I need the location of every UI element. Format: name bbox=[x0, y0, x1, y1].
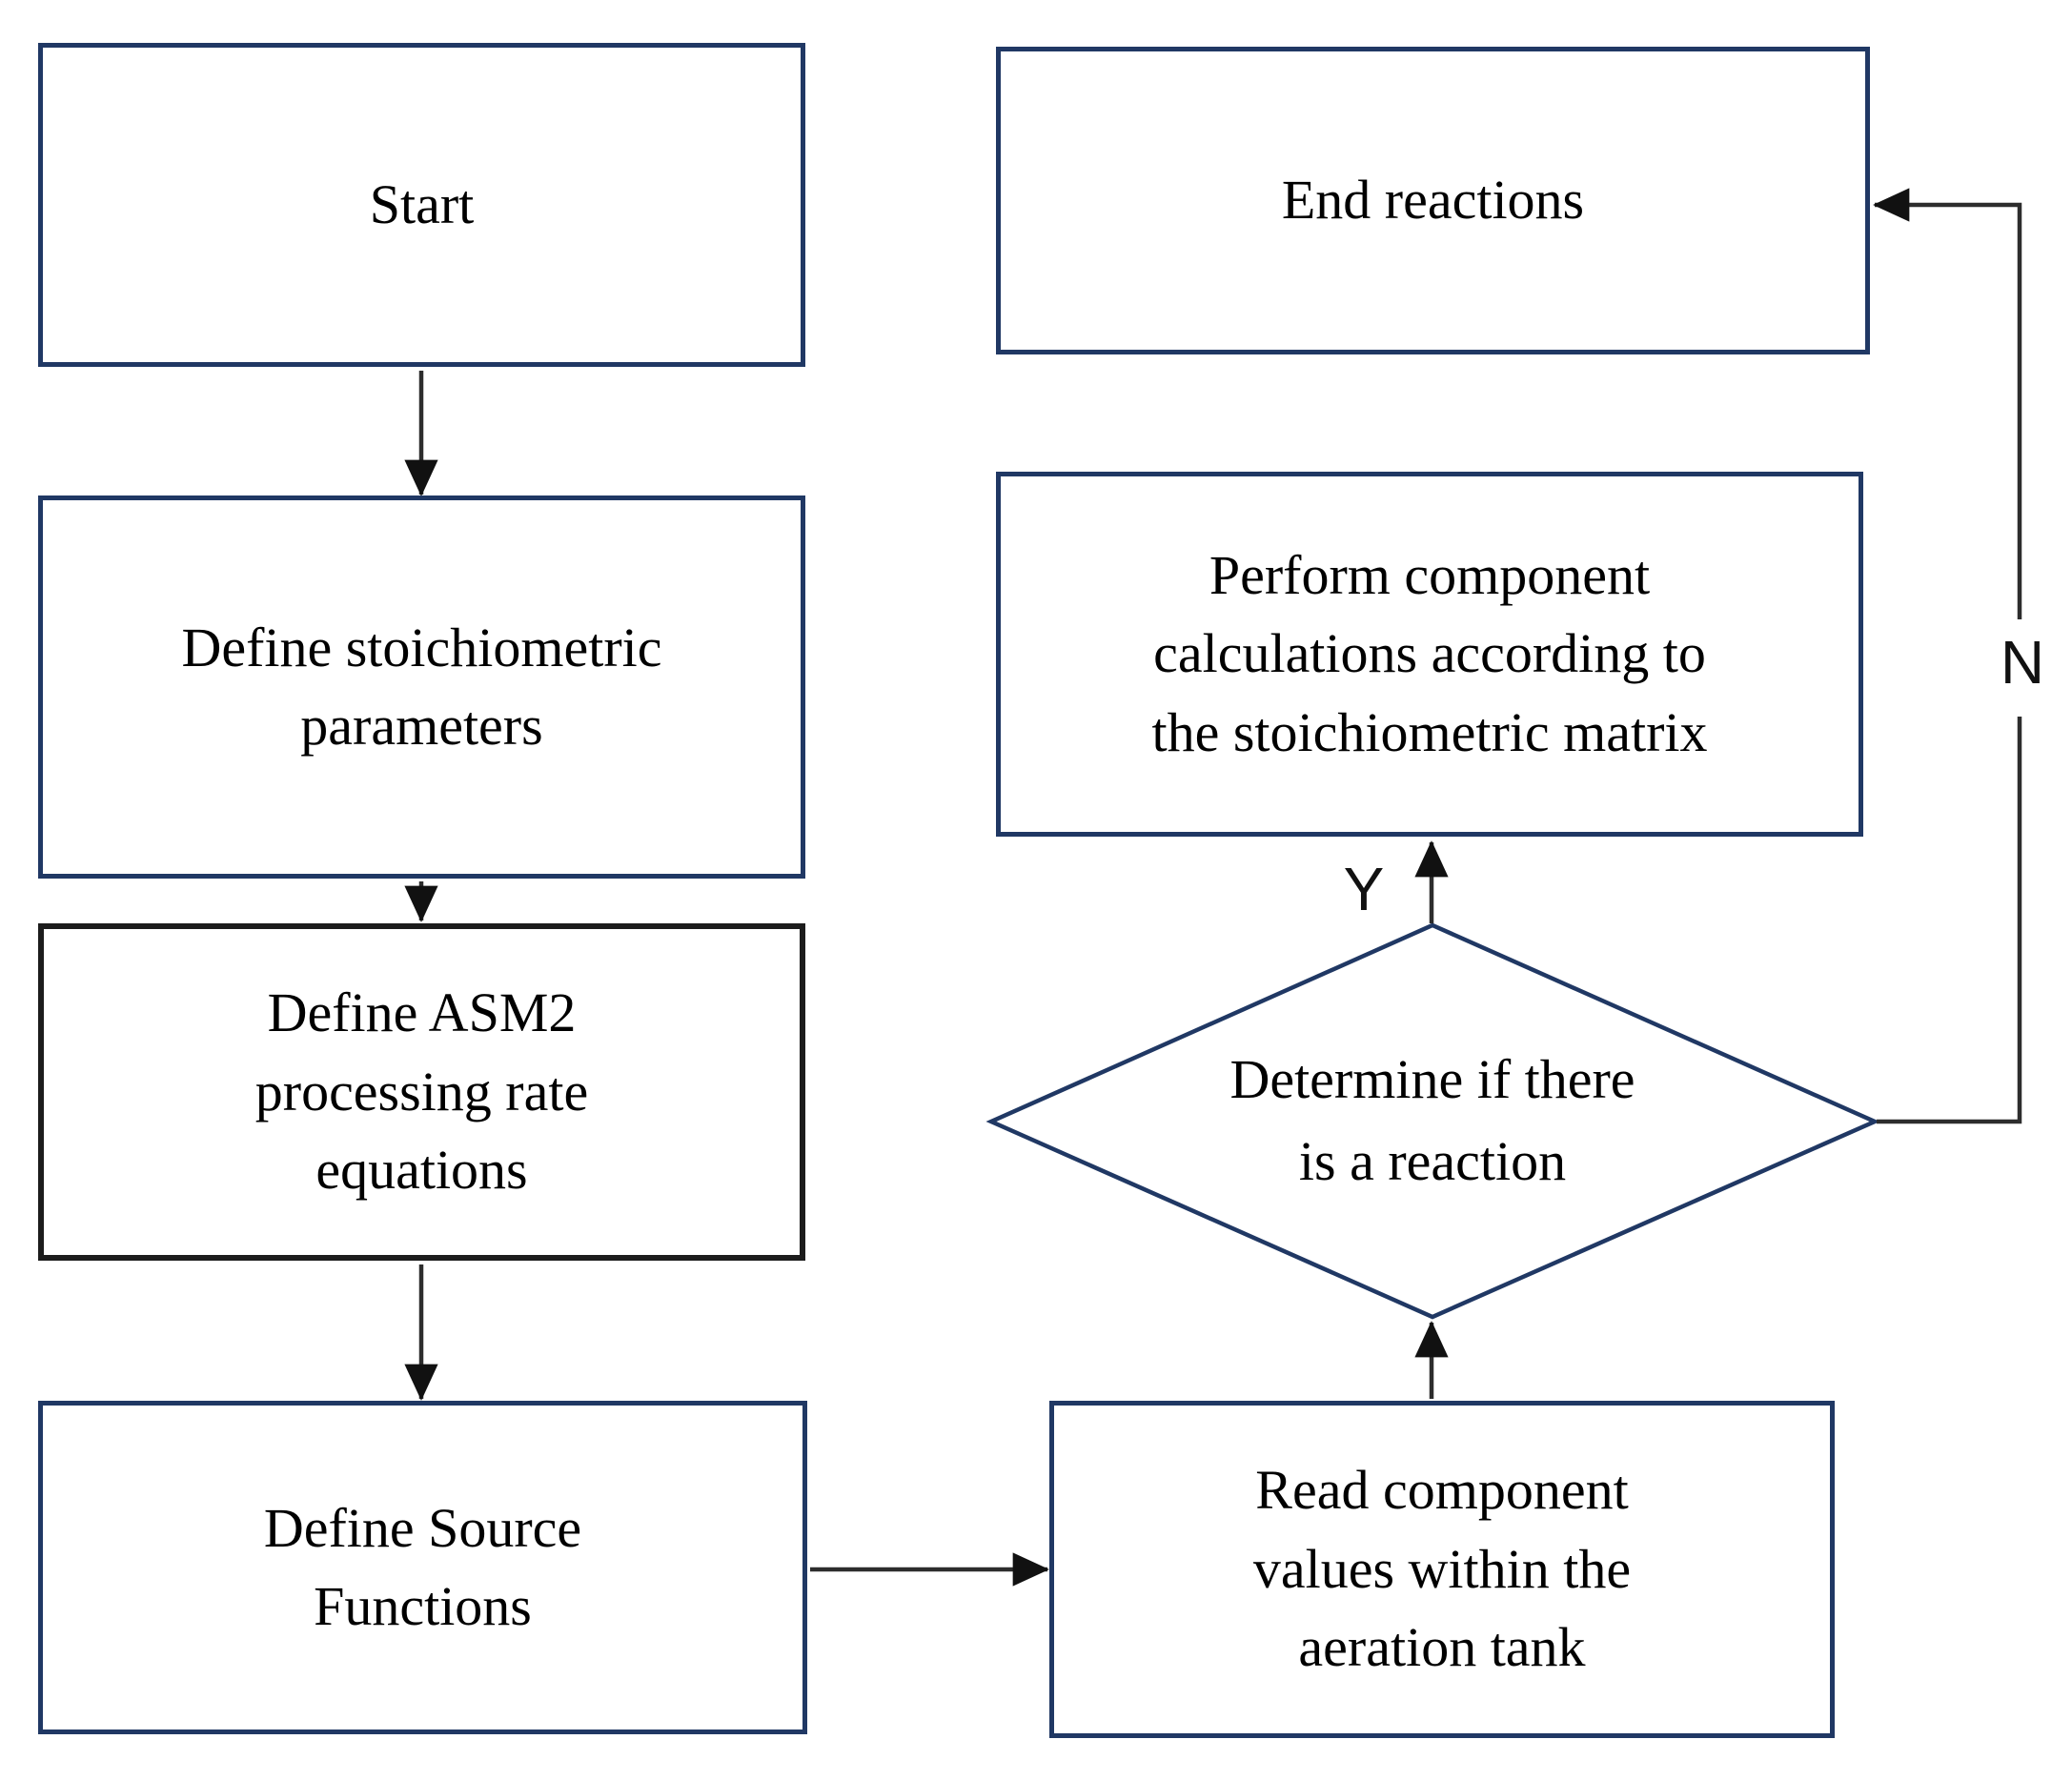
edge-decision-no-lower bbox=[1877, 717, 2022, 1124]
node-define-source: Define Source Functions bbox=[38, 1401, 807, 1734]
node-define-stoichiometric: Define stoichiometric parameters bbox=[38, 496, 805, 879]
node-define-stoichiometric-label: Define stoichiometric parameters bbox=[181, 616, 662, 757]
node-define-asm2: Define ASM2 processing rate equations bbox=[38, 923, 805, 1261]
node-decision-label: Determine if there is a reaction bbox=[1229, 1048, 1635, 1192]
node-end-reactions: End reactions bbox=[996, 47, 1870, 354]
node-define-asm2-label: Define ASM2 processing rate equations bbox=[254, 981, 589, 1202]
edge-decision-no-to-end bbox=[1873, 188, 2022, 619]
node-define-source-label: Define Source Functions bbox=[263, 1496, 582, 1637]
node-start: Start bbox=[38, 43, 805, 367]
branch-label-yes: Y bbox=[1343, 855, 1385, 923]
node-perform-calculations-label: Perform component calculations according… bbox=[1151, 543, 1708, 763]
node-read-component-label: Read component values within the aeratio… bbox=[1252, 1459, 1632, 1679]
node-start-label: Start bbox=[369, 172, 475, 235]
node-end-reactions-label: End reactions bbox=[1281, 169, 1585, 232]
node-read-component: Read component values within the aeratio… bbox=[1049, 1401, 1835, 1738]
node-perform-calculations: Perform component calculations according… bbox=[996, 472, 1863, 837]
branch-label-no: N bbox=[2000, 628, 2045, 697]
